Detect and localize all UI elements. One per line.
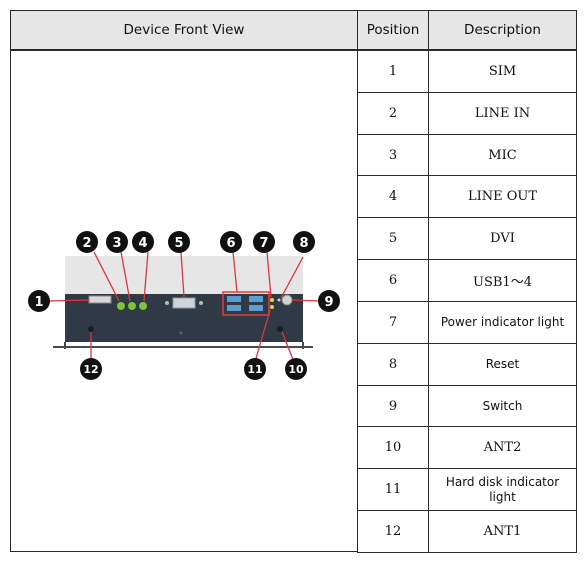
power-switch-icon bbox=[281, 294, 293, 306]
header-front-view: Device Front View bbox=[10, 10, 358, 50]
table-row-description: ANT2 bbox=[428, 426, 577, 470]
svg-text:2: 2 bbox=[82, 236, 91, 251]
table-row-position: 4 bbox=[357, 175, 429, 219]
table-row-position: 3 bbox=[357, 133, 429, 177]
table-row-position: 7 bbox=[357, 300, 429, 344]
table-row-position: 12 bbox=[357, 510, 429, 553]
ant1-connector-icon bbox=[88, 326, 94, 332]
table-row-description: LINE OUT bbox=[428, 175, 577, 219]
table-row-description: Switch bbox=[428, 384, 577, 428]
table-row-position: 2 bbox=[357, 91, 429, 135]
dvi-port-icon bbox=[172, 297, 196, 309]
table-row-description: MIC bbox=[428, 133, 577, 177]
svg-text:12: 12 bbox=[83, 363, 98, 376]
table-row-description: DVI bbox=[428, 217, 577, 261]
svg-text:1: 1 bbox=[34, 295, 43, 310]
callout-4: 4 bbox=[132, 231, 154, 253]
ant2-connector-icon bbox=[277, 326, 283, 332]
svg-text:9: 9 bbox=[324, 295, 333, 310]
svg-text:3: 3 bbox=[112, 236, 121, 251]
callout-11: 11 bbox=[244, 358, 266, 380]
table-row-position: 6 bbox=[357, 259, 429, 302]
svg-text:8: 8 bbox=[299, 236, 308, 251]
table-row-position: 11 bbox=[357, 468, 429, 512]
table-row-description: ANT1 bbox=[428, 510, 577, 553]
device-ports-table: Device Front View Position Description bbox=[10, 10, 577, 553]
device-front-view-figure: 1 2 3 4 5 6 7 8 9 10 11 12 bbox=[10, 50, 358, 552]
table-row-description: Reset bbox=[428, 342, 577, 386]
sim-slot-icon bbox=[88, 295, 112, 304]
leader-lines bbox=[46, 251, 322, 363]
table-row-description: Power indicator light bbox=[428, 300, 577, 344]
svg-text:11: 11 bbox=[247, 363, 262, 376]
callout-6: 6 bbox=[220, 231, 242, 253]
header-position: Position bbox=[357, 10, 429, 50]
svg-text:6: 6 bbox=[226, 236, 235, 251]
table-row-position: 8 bbox=[357, 342, 429, 386]
device-diagram: 1 2 3 4 5 6 7 8 9 10 11 12 bbox=[28, 231, 340, 380]
callout-10: 10 bbox=[285, 358, 307, 380]
mic-jack-icon bbox=[128, 302, 136, 310]
usb-port-icon bbox=[249, 305, 263, 311]
reset-button-icon bbox=[277, 298, 281, 302]
svg-text:7: 7 bbox=[259, 236, 268, 251]
callout-9: 9 bbox=[318, 290, 340, 312]
svg-text:5: 5 bbox=[174, 236, 183, 251]
callout-12: 12 bbox=[80, 358, 102, 380]
callout-7: 7 bbox=[253, 231, 275, 253]
callout-8: 8 bbox=[293, 231, 315, 253]
callout-2: 2 bbox=[76, 231, 98, 253]
table-row-description: USB1～4 bbox=[428, 259, 577, 302]
callout-5: 5 bbox=[168, 231, 190, 253]
table-row-position: 5 bbox=[357, 217, 429, 261]
usb-port-icon bbox=[227, 305, 241, 311]
line-out-jack-icon bbox=[139, 302, 147, 310]
table-row-description: LINE IN bbox=[428, 91, 577, 135]
svg-text:4: 4 bbox=[138, 236, 147, 251]
callout-3: 3 bbox=[106, 231, 128, 253]
table-row-position: 10 bbox=[357, 426, 429, 470]
svg-text:10: 10 bbox=[288, 363, 304, 376]
usb-port-icon bbox=[227, 296, 241, 302]
table-row-description: Hard disk indicator light bbox=[428, 468, 577, 512]
hard-disk-indicator-light-icon bbox=[270, 305, 274, 309]
table-row-position: 1 bbox=[357, 50, 429, 93]
line-in-jack-icon bbox=[117, 302, 125, 310]
callout-1: 1 bbox=[28, 290, 50, 312]
header-description: Description bbox=[428, 10, 577, 50]
usb-group-outline bbox=[222, 291, 270, 316]
power-indicator-light-icon bbox=[270, 298, 274, 302]
table-row-description: SIM bbox=[428, 50, 577, 93]
usb-port-icon bbox=[249, 296, 263, 302]
table-row-position: 9 bbox=[357, 384, 429, 428]
